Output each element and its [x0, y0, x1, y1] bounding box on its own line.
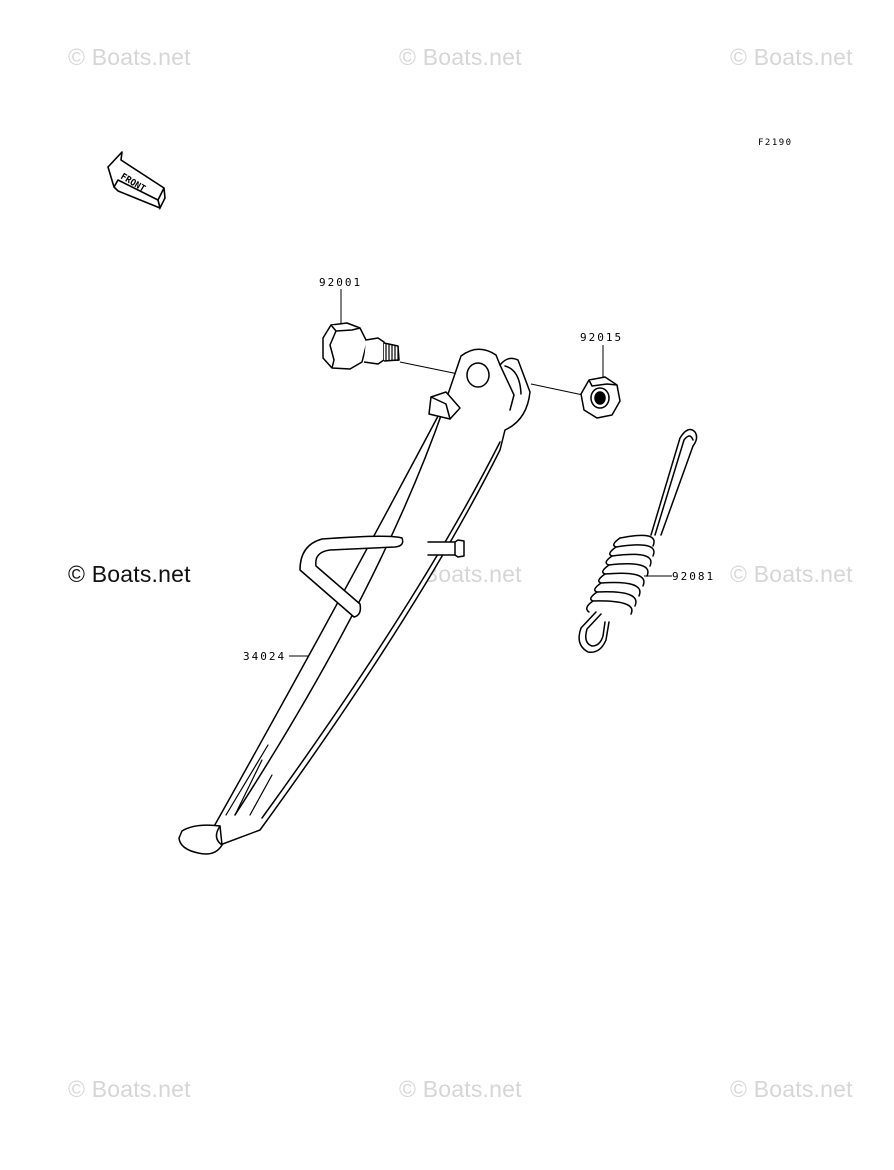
spring-icon — [578, 428, 698, 653]
watermark: © Boats.net — [730, 44, 853, 70]
watermark: © Boats.net — [399, 44, 522, 70]
front-arrow-icon: FRONT — [107, 151, 166, 211]
watermark: © Boats.net — [68, 1076, 191, 1102]
part-label-92001: 92001 — [319, 276, 363, 289]
watermark-dark: © Boats.net — [68, 561, 191, 587]
side-stand-icon — [178, 348, 531, 855]
bolt-icon — [322, 322, 400, 370]
watermark: © Boats.net — [730, 1076, 853, 1102]
nut-icon — [580, 376, 621, 419]
watermark: © Boats.net — [68, 44, 191, 70]
part-label-92081: 92081 — [672, 570, 716, 583]
part-label-34024: 34024 — [243, 650, 287, 663]
watermark: © Boats.net — [730, 561, 853, 587]
leader-lines — [289, 289, 672, 657]
figure-id: F2190 — [758, 138, 793, 148]
watermark: © Boats.net — [399, 1076, 522, 1102]
part-label-92015: 92015 — [580, 331, 624, 344]
